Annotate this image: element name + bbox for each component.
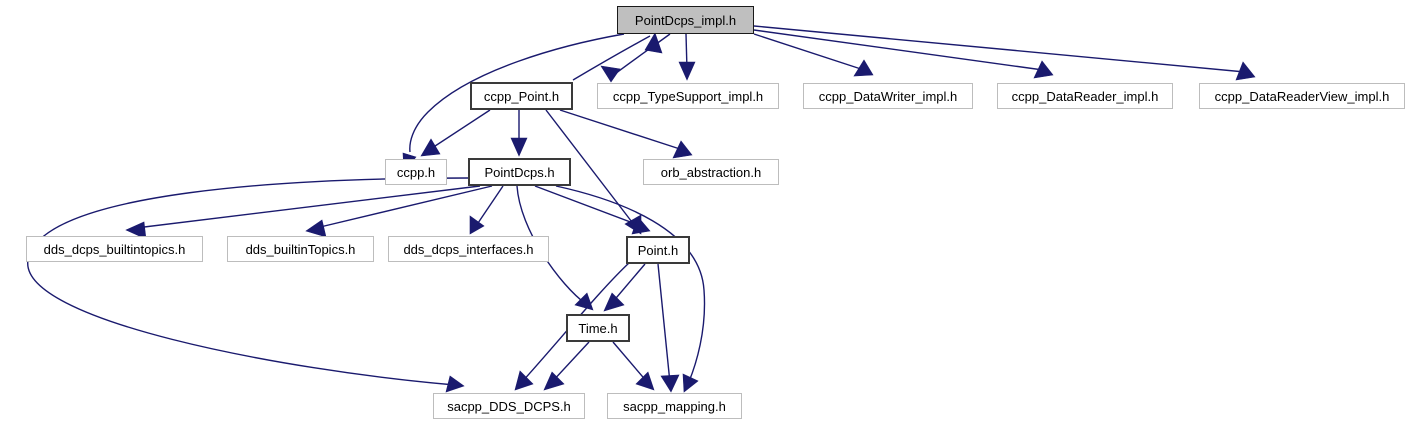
graph-node-Time_h[interactable]: Time.h (566, 314, 630, 342)
arrow-head-icon (853, 59, 874, 77)
edge-Time_h-to-sacpp_mapping_h (612, 341, 655, 391)
graph-node-label: dds_dcps_interfaces.h (403, 241, 534, 257)
edge-PointDcps_impl_h-to-ccpp_DataReaderView_impl_h (753, 25, 1256, 81)
graph-node-label: sacpp_DDS_DCPS.h (447, 398, 571, 414)
graph-node-orb_abstraction_h[interactable]: orb_abstraction.h (643, 159, 779, 185)
edge-PointDcps_h-to-sacpp_mapping_h (555, 185, 706, 393)
edge-ccpp_Point_h-to-PointDcps_impl_h (572, 32, 663, 81)
graph-node-Point_h[interactable]: Point.h (626, 236, 690, 264)
graph-node-label: dds_builtinTopics.h (245, 241, 356, 257)
edge-PointDcps_impl_h-to-ccpp_TypeSupport_impl_h (678, 33, 696, 81)
arrow-head-icon (600, 65, 621, 83)
graph-node-PointDcps_impl_h[interactable]: PointDcps_impl.h (617, 6, 754, 34)
arrow-head-icon (420, 138, 441, 157)
arrow-head-icon (514, 370, 534, 391)
edge-PointDcps_impl_h-to-ccpp_Point_h (600, 33, 671, 83)
arrow-head-icon (682, 373, 699, 393)
arrow-head-icon (469, 215, 485, 235)
graph-node-label: ccpp_DataReaderView_impl.h (1214, 88, 1390, 104)
graph-node-label: Time.h (578, 320, 618, 336)
arrow-head-icon (445, 375, 465, 393)
edge-Point_h-to-sacpp_mapping_h (657, 263, 680, 393)
edge-ccpp_Point_h-to-PointDcps_h (510, 110, 528, 157)
graph-node-label: ccpp_DataWriter_impl.h (818, 88, 958, 104)
graph-node-label: ccpp_TypeSupport_impl.h (612, 88, 764, 104)
edge-PointDcps_impl_h-to-ccpp_DataWriter_impl_h (753, 33, 874, 77)
graph-node-PointDcps_h[interactable]: PointDcps.h (468, 158, 571, 186)
graph-node-label: PointDcps.h (484, 164, 555, 180)
arrow-head-icon (1033, 60, 1054, 79)
edge-PointDcps_h-to-Point_h (534, 185, 651, 235)
edge-PointDcps_h-to-dds_builtinTopics_h (305, 185, 493, 238)
graph-node-sacpp_DDS_DCPS_h[interactable]: sacpp_DDS_DCPS.h (433, 393, 585, 419)
arrow-head-icon (125, 221, 147, 240)
graph-node-ccpp_Point_h[interactable]: ccpp_Point.h (470, 82, 573, 110)
arrow-head-icon (574, 292, 594, 311)
arrow-head-icon (644, 32, 663, 54)
edge-Time_h-to-sacpp_DDS_DCPS_h (543, 341, 590, 391)
arrow-head-icon (305, 219, 327, 238)
graph-node-dds_builtinTopics_h[interactable]: dds_builtinTopics.h (227, 236, 374, 262)
edge-PointDcps_h-to-dds_dcps_interfaces_h (469, 185, 504, 235)
arrow-head-icon (543, 371, 565, 391)
graph-node-ccpp_DataReaderView_impl_h[interactable]: ccpp_DataReaderView_impl.h (1199, 83, 1405, 109)
graph-node-ccpp_TypeSupport_impl_h[interactable]: ccpp_TypeSupport_impl.h (597, 83, 779, 109)
edge-PointDcps_h-to-sacpp_DDS_DCPS_h (27, 177, 469, 393)
edge-PointDcps_impl_h-to-ccpp_DataReader_impl_h (753, 29, 1054, 79)
graph-node-label: ccpp_Point.h (483, 88, 560, 104)
graph-node-sacpp_mapping_h[interactable]: sacpp_mapping.h (607, 393, 742, 419)
graph-node-label: sacpp_mapping.h (623, 398, 726, 414)
arrow-head-icon (635, 371, 655, 391)
graph-node-label: ccpp.h (396, 164, 436, 180)
arrow-head-icon (660, 374, 680, 393)
graph-node-ccpp_DataReader_impl_h[interactable]: ccpp_DataReader_impl.h (997, 83, 1173, 109)
edge-PointDcps_h-to-dds_dcps_builtintopics_h (125, 185, 481, 240)
arrow-head-icon (631, 216, 651, 235)
edge-Point_h-to-Time_h (603, 263, 646, 312)
graph-node-ccpp_h[interactable]: ccpp.h (385, 159, 447, 185)
graph-node-ccpp_DataWriter_impl_h[interactable]: ccpp_DataWriter_impl.h (803, 83, 973, 109)
graph-node-dds_dcps_builtintopics_h[interactable]: dds_dcps_builtintopics.h (26, 236, 203, 262)
arrow-head-icon (510, 137, 528, 157)
graph-node-label: PointDcps_impl.h (634, 12, 737, 28)
arrow-head-icon (678, 61, 696, 81)
graph-node-label: Point.h (637, 242, 679, 258)
arrow-head-icon (1235, 61, 1256, 81)
graph-node-label: dds_dcps_builtintopics.h (43, 241, 186, 257)
graph-node-dds_dcps_interfaces_h[interactable]: dds_dcps_interfaces.h (388, 236, 549, 262)
arrow-head-icon (672, 140, 693, 159)
arrow-head-icon (603, 292, 625, 312)
edge-ccpp_Point_h-to-orb_abstraction_h (559, 109, 693, 159)
edge-ccpp_Point_h-to-ccpp_h (420, 109, 491, 157)
graph-node-label: orb_abstraction.h (660, 164, 762, 180)
graph-node-label: ccpp_DataReader_impl.h (1011, 88, 1159, 104)
